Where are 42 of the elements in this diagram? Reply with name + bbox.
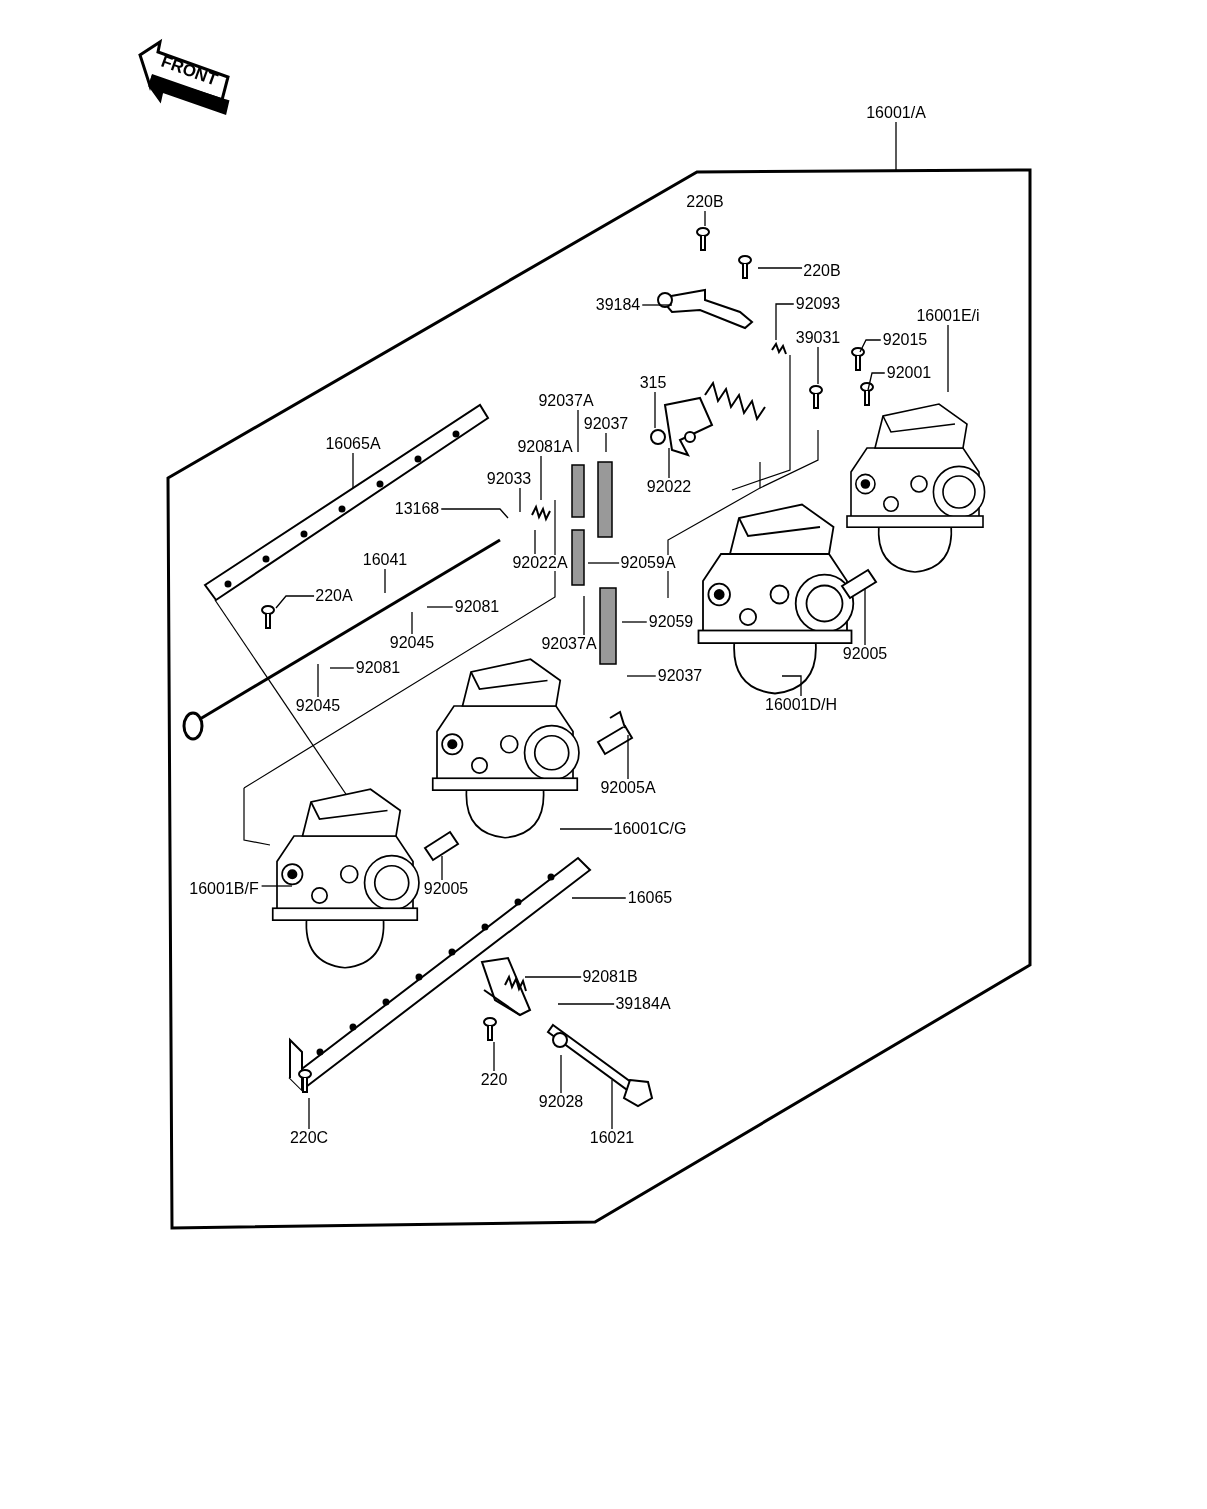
leader-line <box>654 391 656 429</box>
leader-line <box>859 339 882 353</box>
leader-line <box>757 267 803 269</box>
leader-line <box>867 372 886 391</box>
leader-line <box>864 587 866 646</box>
leader-line <box>426 606 454 608</box>
leader-line <box>775 303 795 341</box>
leader-line <box>534 529 536 555</box>
leader-line <box>947 324 949 393</box>
leader-line <box>352 452 354 489</box>
leader-line <box>641 304 673 306</box>
leader-line <box>571 897 627 899</box>
leader-line <box>329 667 355 669</box>
leader-line <box>440 508 509 519</box>
leader-line <box>308 1097 310 1130</box>
leader-line <box>519 487 521 513</box>
leader-line <box>704 210 706 227</box>
leader-line <box>560 1054 562 1094</box>
part-number: 16001/A <box>865 105 927 121</box>
leader-line <box>540 455 542 501</box>
leader-line <box>557 1003 615 1005</box>
leader-line <box>384 568 386 594</box>
leader-line <box>668 447 670 479</box>
leader-line <box>524 976 582 978</box>
leader-line <box>817 346 819 385</box>
leader-line <box>441 855 443 881</box>
leader-line <box>611 1079 613 1130</box>
leader-line <box>621 621 648 623</box>
leader-line <box>577 409 579 453</box>
leader-line <box>587 562 620 564</box>
leader-line <box>260 885 293 887</box>
leader-line <box>317 663 319 698</box>
leader-line <box>781 675 802 697</box>
leader-line <box>411 611 413 635</box>
leader-line <box>583 595 585 636</box>
leader-line <box>605 432 607 453</box>
leader-line <box>559 828 614 830</box>
leader-line <box>627 734 629 780</box>
leader-line <box>275 595 315 609</box>
leader-line <box>626 675 657 677</box>
leader-line <box>895 121 897 172</box>
leader-line <box>493 1041 495 1072</box>
